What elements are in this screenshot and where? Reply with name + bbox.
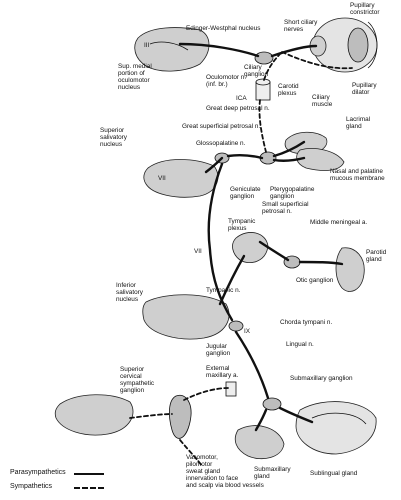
vasomotor-path (179, 439, 203, 467)
label-external-maxillary: External maxillary a. (206, 365, 239, 379)
label-otic-ganglion: Otic ganglion (296, 277, 334, 284)
label-roman-III: III (144, 42, 150, 49)
label-oculomotor-n: Oculomotor n. (inf. br.) (206, 74, 247, 88)
parotid-gland (335, 247, 365, 292)
facial-nerve-path (204, 156, 224, 174)
label-roman-VII-mid: VII (194, 248, 202, 255)
label-pupillary-constrictor: Pupillary constrictor (350, 2, 380, 16)
label-sup-medial: Sup. medial portion of oculomotor nucleu… (118, 63, 152, 91)
label-ica: ICA (236, 95, 247, 102)
label-superior-cervical: Superior cervical sympathetic ganglion (120, 366, 155, 394)
iris (347, 27, 369, 63)
label-superior-salivatory: Superior salivatory nucleus (100, 127, 127, 148)
label-ciliary-muscle: Ciliary muscle (312, 94, 333, 108)
sublingual-gland-texture (311, 412, 367, 425)
cornea (367, 21, 378, 69)
external-maxillary-artery (225, 381, 237, 397)
lacrimal-branch-path (272, 140, 306, 158)
label-submaxillary-ganglion: Submaxillary ganglion (290, 375, 353, 382)
tympanic-plexus (232, 232, 269, 263)
label-carotid-plexus: Carotid plexus (278, 83, 299, 97)
sublingual-branch-path (278, 406, 314, 424)
sublingual-gland (295, 401, 377, 455)
submaxillary-branch-path (254, 408, 268, 432)
pons-section (143, 159, 219, 198)
label-ciliary-ganglion: Ciliary ganglion (244, 64, 269, 78)
label-inferior-salivatory: Inferior salivatory nucleus (116, 282, 143, 303)
small-superficial-petrosal-path (258, 240, 290, 262)
medulla-section (142, 294, 230, 340)
legend-sympathetics-line (74, 487, 104, 489)
label-tympanic-plexus: Tympanic plexus (228, 218, 256, 232)
submaxillary-ganglion (262, 397, 282, 411)
label-great-deep-petrosal: Great deep petrosal n. (206, 105, 270, 112)
label-submaxillary-gland: Submaxillary gland (254, 466, 291, 480)
submaxillary-gland (234, 425, 285, 460)
label-parotid-gland: Parotid gland (366, 249, 387, 263)
label-small-superficial-petrosal: Small superficial petrosal n. (262, 201, 309, 215)
label-pupillary-dilator: Pupillary dilator (352, 82, 377, 96)
label-vasomotor: Vasomotor, pilomotor sweat gland innerva… (186, 454, 264, 489)
label-glossopalatine: Glossopalatine n. (196, 140, 246, 147)
label-short-ciliary: Short ciliary nerves (284, 19, 318, 33)
nasal-branch-path (272, 156, 306, 163)
legend-sympathetics-label: Sympathetics (10, 483, 53, 490)
cervical-to-maxillary-path (183, 387, 229, 401)
label-lacrimal-gland: Lacrimal gland (346, 116, 371, 130)
spinal-cord-section (54, 394, 134, 436)
label-middle-meningeal: Middle meningeal a. (310, 219, 368, 226)
tympanic-nerve-path (218, 254, 246, 306)
label-lingual-n: Lingual n. (286, 341, 314, 348)
label-sublingual-gland: Sublingual gland (310, 470, 358, 477)
ciliary-ganglion (254, 51, 274, 65)
legend-parasympathetics-label: Parasympathetics (10, 469, 66, 476)
label-nasal-palatine: Nasal and palatine mucous membrane (330, 168, 385, 182)
midbrain-aqueduct-line (149, 41, 189, 51)
label-roman-IX: IX (244, 328, 251, 335)
legend-parasympathetics-line (74, 473, 104, 475)
label-edinger-westphal: Edinger-Westphal nucleus (186, 25, 261, 32)
spinal-to-cervical-path (129, 413, 173, 419)
midbrain-section (134, 27, 210, 72)
label-chorda-tympani: Chorda tympani n. (280, 319, 333, 326)
ica-top (255, 78, 271, 86)
superior-cervical-ganglion (168, 394, 192, 439)
label-jugular-ganglion: Jugular ganglion (206, 343, 231, 357)
label-great-superficial-petrosal: Great superficial petrosal n. (182, 123, 261, 130)
carotid-plexus-to-eye-path (263, 51, 283, 81)
parotid-branch-path (298, 260, 344, 266)
label-pterygopalatine-ganglion: Pterygopalatine ganglion (270, 186, 315, 200)
label-tympanic-n: Tympanic n. (206, 287, 241, 294)
label-geniculate-ganglion: Geniculate ganglion (230, 186, 261, 200)
pupillary-dilator-path (281, 51, 353, 70)
label-roman-VII-top: VII (158, 175, 166, 182)
jugular-ganglion (228, 320, 244, 332)
great-deep-petrosal-path (258, 99, 267, 153)
chorda-tympani-path (234, 330, 270, 400)
great-superficial-petrosal-path (226, 153, 264, 160)
short-ciliary-nerve-path (270, 44, 318, 58)
oculomotor-nerve-path (178, 42, 260, 58)
